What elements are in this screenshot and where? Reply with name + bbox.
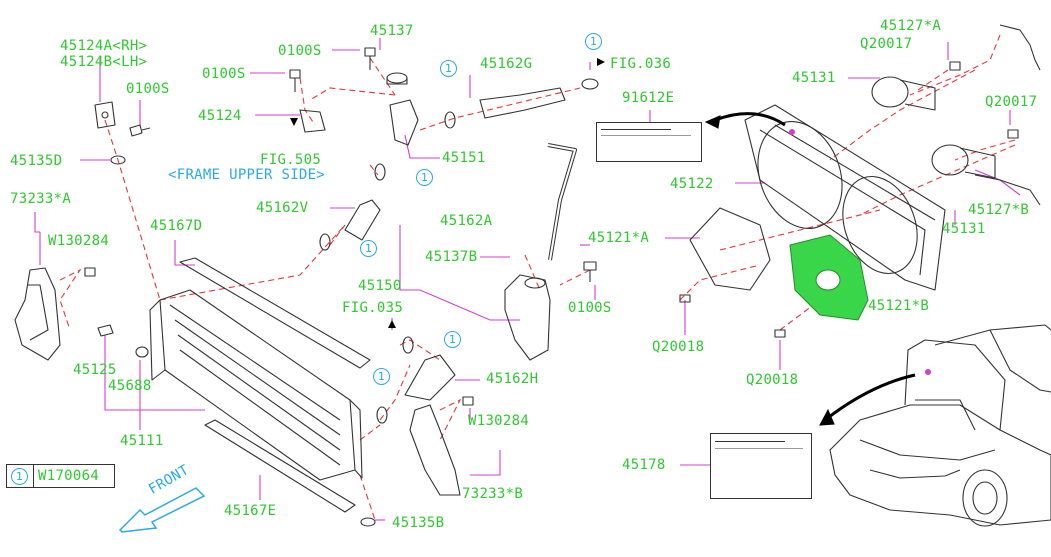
front-arrow [118,487,206,533]
label-0100s-mid: 0100S [202,66,246,82]
label-fig036: FIG.036 [610,56,672,72]
pointer-arrows [714,112,916,422]
car-illustration [829,324,1051,527]
bracket-45124 [94,101,116,129]
label-45121a: 45121*A [588,230,650,246]
left-air-guide [14,267,61,361]
drain-plug-45125 [97,324,114,337]
label-73233b: 73233*B [462,486,524,502]
upper-seal-strip [179,257,371,369]
label-45151: 45151 [442,150,486,166]
label-91612e: 91612E [622,90,675,106]
grommet-45688 [135,346,149,358]
wiring-harness-45127a [999,24,1041,71]
label-q20017-top: Q20017 [860,36,913,52]
label-45167d: 45167D [150,218,203,234]
label-45162v: 45162V [256,200,309,216]
dashed-assembly-lines [59,34,1016,521]
label-q20017-right: Q20017 [985,94,1038,110]
label-45135b: 45135B [392,515,445,531]
hose-clamps [319,78,599,424]
hose-45162v [344,199,381,241]
label-frame-upper-side: <FRAME UPPER SIDE> [168,167,326,183]
legend-code: W170064 [38,468,100,484]
legend-ref-mark: 1 [11,468,28,485]
hose-fitting-45151 [389,99,419,146]
label-45125: 45125 [73,362,117,378]
fan-blade-45121a [689,207,771,291]
label-q20018-right: Q20018 [746,372,799,388]
legend-box: 1 W170064 [6,464,115,488]
label-q20018-left: Q20018 [652,339,705,355]
warning-label-91612e [596,122,702,162]
ref-mark-clamp-mid: 1 [416,169,433,186]
bolts [84,47,1019,406]
label-45162a: 45162A [440,213,493,229]
reservoir-tank [504,274,551,361]
label-45124b-lh: 45124B<LH> [60,54,148,70]
label-73233a: 73233*A [10,191,72,207]
label-45124: 45124 [198,108,242,124]
ref-mark-clamp-fig035: 1 [444,331,461,348]
part-outlines [14,24,1051,527]
lower-seal-strip [204,419,356,513]
label-45131-lower: 45131 [942,221,986,237]
label-45688: 45688 [108,378,152,394]
label-45127a: 45127*A [880,18,942,34]
label-w130284-left: W130284 [48,233,110,249]
label-45137: 45137 [370,23,414,39]
label-45167e: 45167E [224,503,277,519]
legend-symbol-cell: 1 [7,465,34,487]
grommet-45135d [110,155,126,165]
wiring-harness-45127b [974,174,1041,206]
label-45131-top: 45131 [792,70,836,86]
hose-45162h [404,354,456,401]
label-45150: 45150 [358,278,402,294]
hose-45162g [479,87,566,119]
label-45162g: 45162G [480,56,533,72]
label-45124a-rh: 45124A<RH> [60,38,148,54]
leader-lines [34,38,1021,521]
label-45135d: 45135D [10,153,63,169]
grommet-45135b [360,517,376,527]
label-45111: 45111 [120,433,164,449]
fan-motor-45131b [931,144,969,176]
label-fig505: FIG.505 [260,152,322,168]
fan-motor-45131a [871,76,909,108]
label-45122: 45122 [670,176,714,192]
label-45178: 45178 [622,457,666,473]
warning-label-45178 [710,433,812,499]
ref-mark-clamp-45162v: 1 [360,240,377,257]
label-45121b: 45121*B [868,298,930,314]
ref-mark-clamp-top: 1 [585,33,602,50]
label-fig035: FIG.035 [342,300,404,316]
label-w130284-right: W130284 [468,413,530,429]
label-0100s-upper-left: 0100S [126,81,170,97]
right-air-guide [409,404,461,496]
label-0100s-right: 0100S [568,300,612,316]
label-0100s-top: 0100S [278,43,322,59]
label-45137b: 45137B [425,249,478,265]
ref-mark-clamp-lower: 1 [373,368,390,385]
label-45162h: 45162H [486,371,539,387]
ref-mark-clamp-upper: 1 [440,60,457,77]
label-45127b: 45127*B [968,202,1030,218]
